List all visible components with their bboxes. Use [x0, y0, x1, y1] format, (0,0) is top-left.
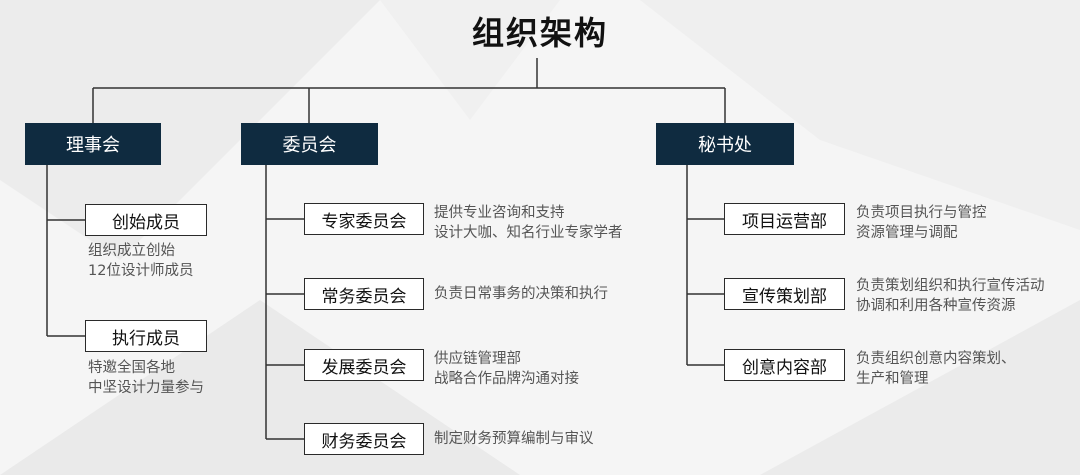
member-box-project-ops: 项目运营部	[724, 203, 845, 235]
member-box-publicity: 宣传策划部	[724, 278, 845, 310]
member-box-finance-committee: 财务委员会	[304, 423, 424, 455]
member-box-standing-committee: 常务委员会	[304, 278, 424, 310]
member-desc-development-committee: 供应链管理部 战略合作品牌沟通对接	[434, 351, 579, 387]
member-desc-standing-committee: 负责日常事务的决策和执行	[434, 286, 608, 302]
member-desc-founders: 组织成立创始 12位设计师成员	[88, 243, 194, 279]
dept-board: 理事会	[25, 123, 161, 165]
member-desc-project-ops: 负责项目执行与管控 资源管理与调配	[856, 205, 987, 241]
page-title: 组织架构	[471, 14, 608, 52]
member-box-creative: 创意内容部	[724, 349, 845, 381]
member-desc-executive: 特邀全国各地 中坚设计力量参与	[88, 360, 204, 396]
dept-secretariat: 秘书处	[656, 123, 794, 165]
member-desc-expert-committee: 提供专业咨询和支持 设计大咖、知名行业专家学者	[434, 205, 623, 241]
member-desc-creative: 负责组织创意内容策划、 生产和管理	[856, 351, 1016, 387]
member-box-founders: 创始成员	[85, 204, 207, 236]
dept-committee: 委员会	[241, 123, 378, 165]
member-desc-finance-committee: 制定财务预算编制与审议	[434, 431, 594, 447]
member-box-executive: 执行成员	[85, 320, 207, 352]
member-box-expert-committee: 专家委员会	[304, 203, 424, 235]
member-desc-publicity: 负责策划组织和执行宣传活动 协调和利用各种宣传资源	[856, 278, 1045, 314]
member-box-development-committee: 发展委员会	[304, 349, 424, 381]
